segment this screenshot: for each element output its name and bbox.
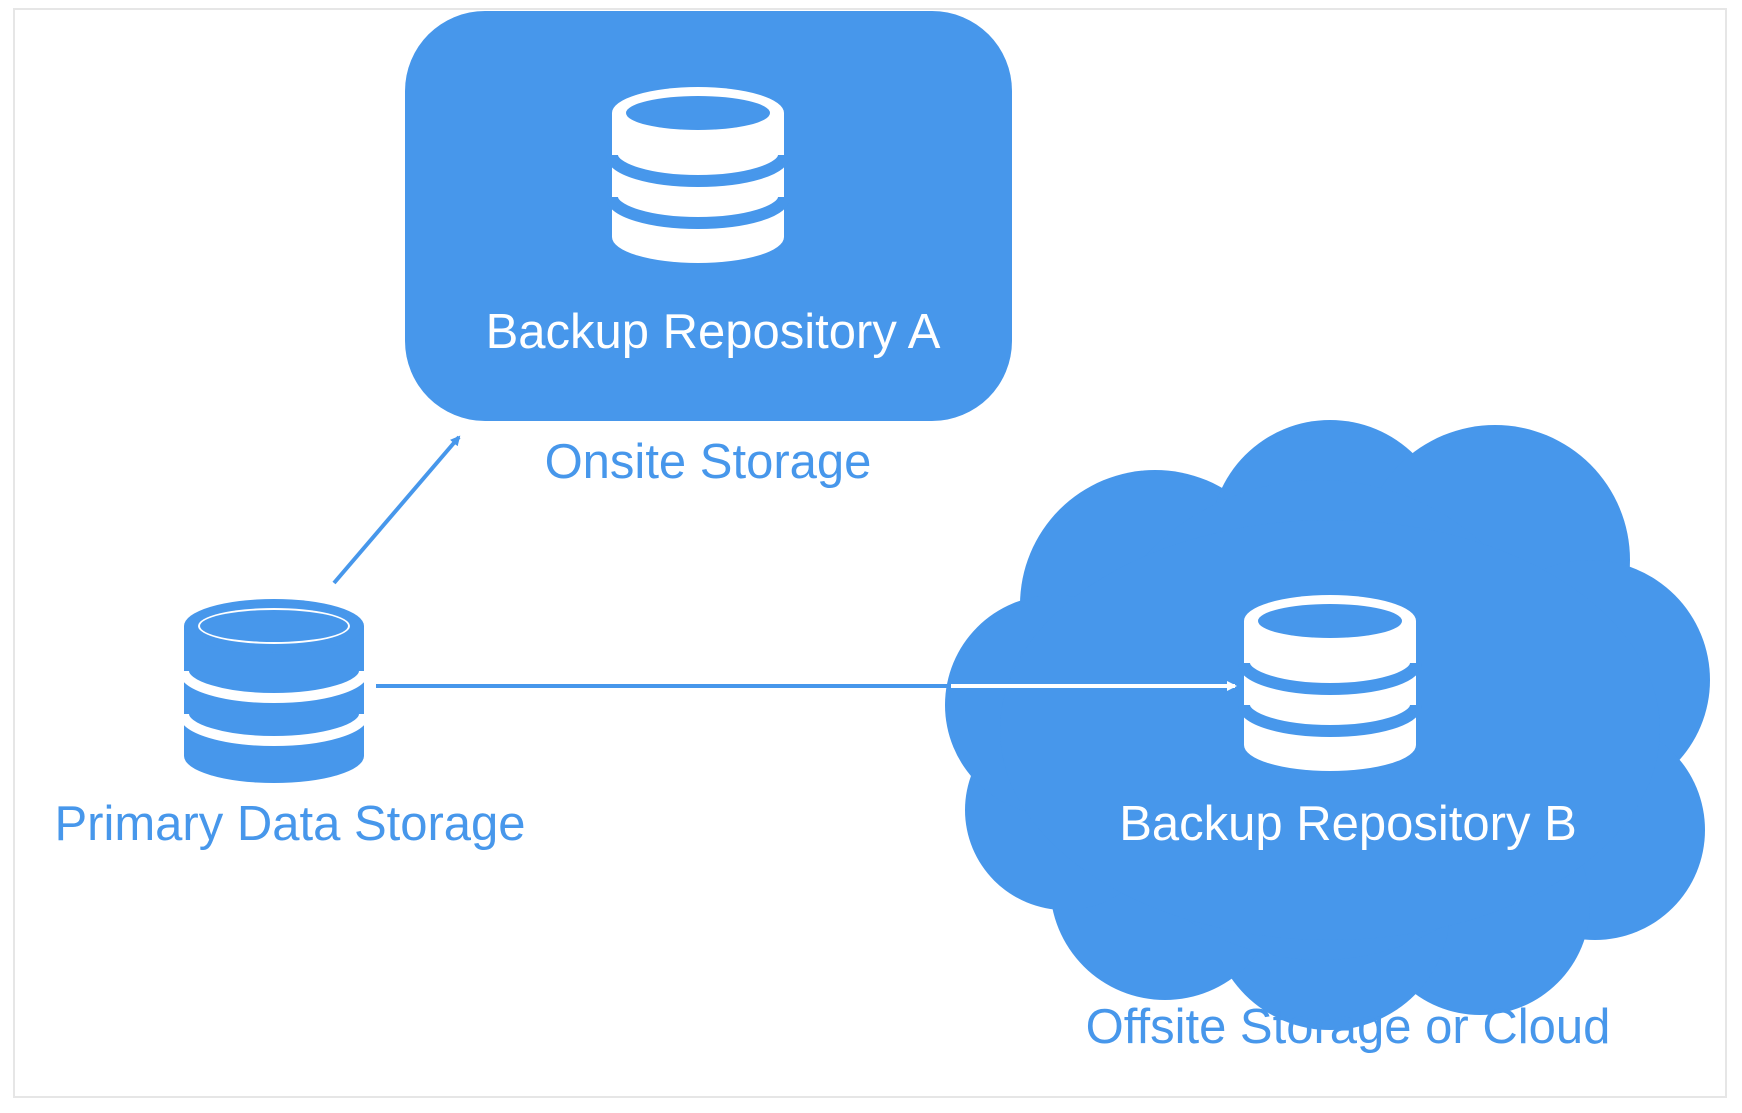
database-icon — [179, 599, 369, 783]
onsite-storage-caption: Onsite Storage — [545, 435, 872, 489]
primary-data-storage-label: Primary Data Storage — [54, 797, 525, 851]
offsite-storage-caption: Offsite Storage or Cloud — [1086, 1000, 1611, 1054]
backup-repository-b-label: Backup Repository B — [1119, 797, 1577, 851]
backup-repository-a-label: Backup Repository A — [486, 305, 941, 359]
arrow-primary-to-repo-a — [332, 435, 461, 585]
database-icon — [606, 87, 790, 263]
database-icon — [1238, 595, 1422, 771]
